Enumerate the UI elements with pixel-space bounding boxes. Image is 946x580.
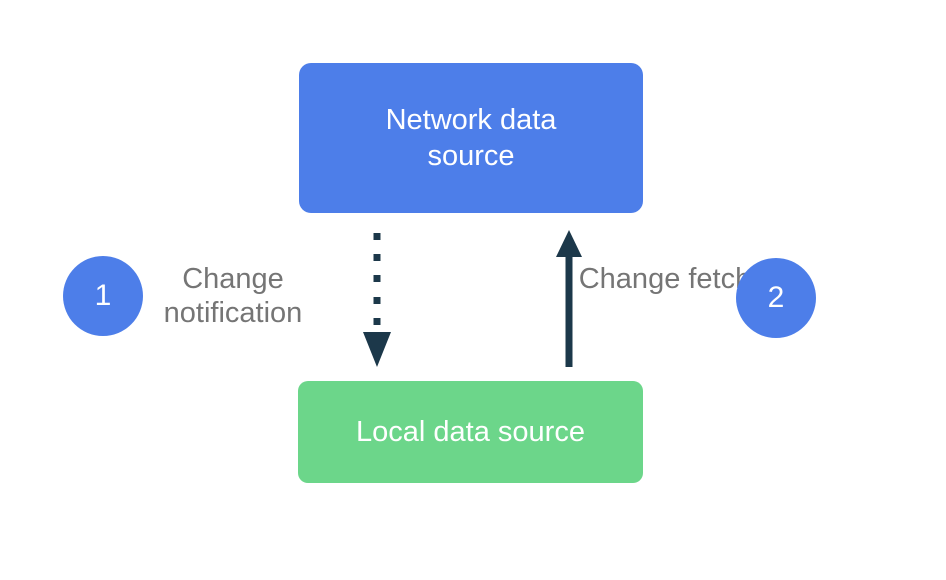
local-data-source-node: Local data source [298,381,643,483]
solid-up-arrow-icon [556,230,582,367]
step-1-badge: 1 [63,256,143,336]
network-data-source-node: Network data source [299,63,643,213]
change-notification-label: Change notification [163,263,303,329]
change-fetch-label: Change fetch [578,263,752,295]
step-1-number: 1 [94,279,112,312]
step-2-badge: 2 [736,258,816,338]
network-data-source-label: Network data source [385,104,557,172]
dotted-down-arrow-icon [363,233,391,367]
local-data-source-label: Local data source [356,416,585,448]
step-2-number: 2 [767,281,785,314]
